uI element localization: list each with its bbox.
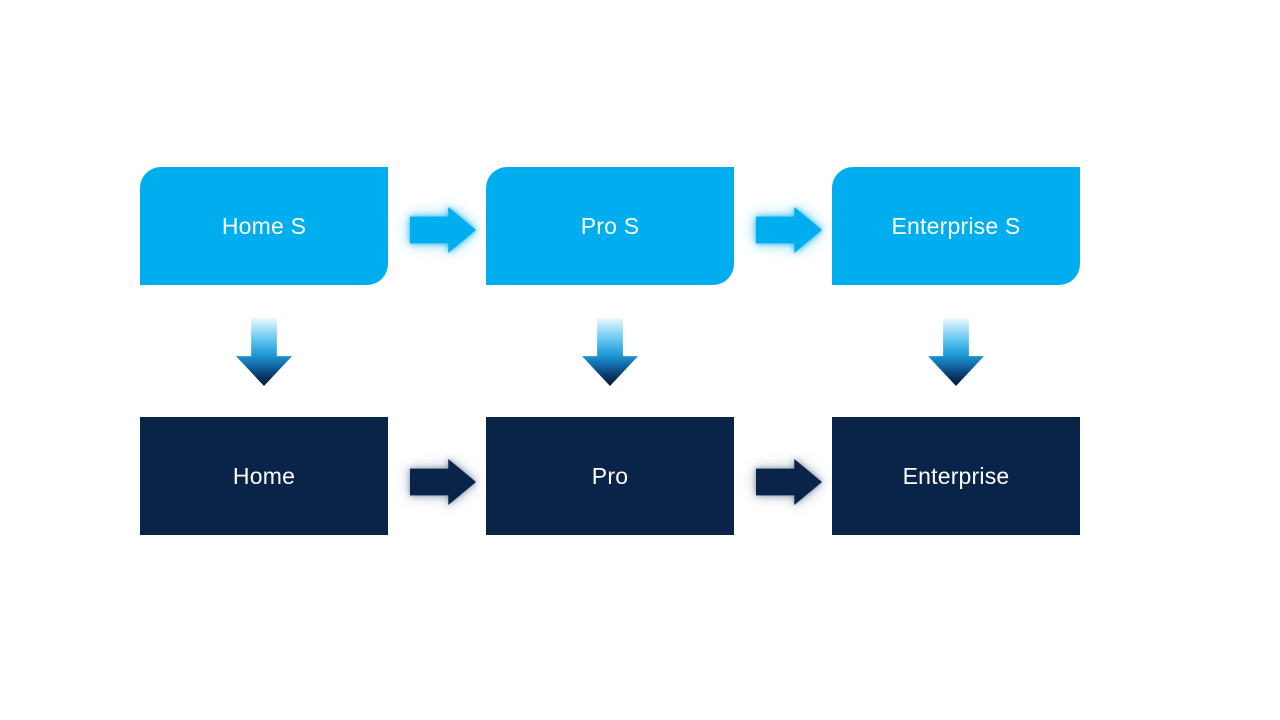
tier-box-label: Enterprise <box>902 462 1010 489</box>
tier-box-label: Enterprise S <box>891 212 1021 239</box>
tier-box-enterprise-s: Enterprise S <box>832 167 1080 285</box>
arrow-home-to-pro <box>410 459 476 505</box>
tier-box-label: Home S <box>221 212 307 239</box>
tier-box-home-s: Home S <box>140 167 388 285</box>
arrow-home-s-to-home <box>236 318 292 386</box>
tier-box-pro: Pro <box>486 417 734 535</box>
tier-box-label: Pro S <box>580 212 640 239</box>
tier-box-home: Home <box>140 417 388 535</box>
arrow-pro-s-to-enterprise-s <box>756 207 822 253</box>
right-arrow-icon <box>756 459 822 505</box>
right-arrow-icon <box>756 207 822 253</box>
arrow-pro-s-to-pro <box>582 318 638 386</box>
down-arrow-icon <box>928 318 984 386</box>
down-arrow-icon <box>582 318 638 386</box>
tier-box-label: Pro <box>591 462 629 489</box>
tier-box-enterprise: Enterprise <box>832 417 1080 535</box>
right-arrow-icon <box>410 207 476 253</box>
arrow-pro-to-enterprise <box>756 459 822 505</box>
tier-box-pro-s: Pro S <box>486 167 734 285</box>
arrow-enterprise-s-to-enterprise <box>928 318 984 386</box>
down-arrow-icon <box>236 318 292 386</box>
right-arrow-icon <box>410 459 476 505</box>
tier-box-label: Home <box>232 462 296 489</box>
arrow-home-s-to-pro-s <box>410 207 476 253</box>
